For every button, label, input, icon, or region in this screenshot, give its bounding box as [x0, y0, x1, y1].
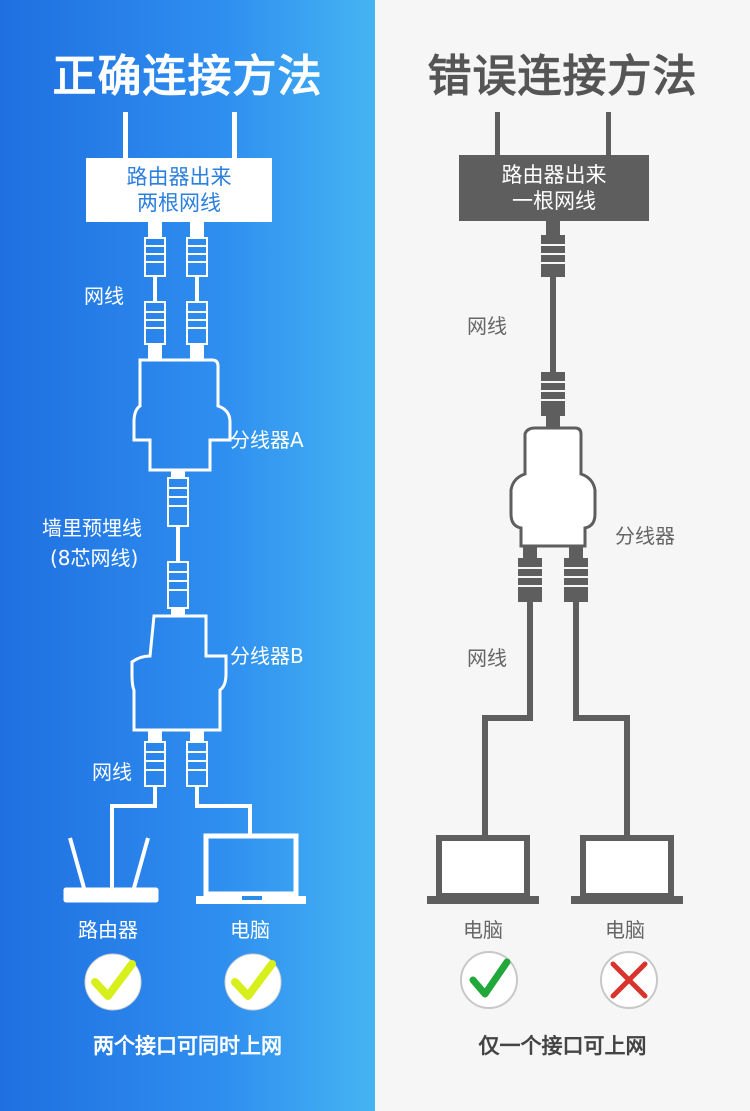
router-antenna-left: [123, 112, 128, 162]
cable-label-top: 网线: [467, 314, 507, 338]
plug-icon: [144, 237, 208, 277]
plug-icon: [518, 558, 588, 602]
router-ports: [148, 222, 204, 238]
router-antenna-left: [495, 112, 500, 162]
cable-label-top: 网线: [84, 284, 124, 308]
router-device-icon: [63, 837, 159, 903]
cross-icon: [600, 951, 658, 1009]
wrong-method-title: 错误连接方法: [427, 51, 698, 102]
splitter-a-shape: [132, 358, 232, 472]
wrong-method-panel: 错误连接方法: [375, 0, 750, 1111]
wrong-wiring-diagram: [427, 112, 683, 1009]
laptop-icon: [571, 835, 683, 904]
plug-icon: [144, 741, 208, 787]
wall-cable-sublabel: (8芯网线): [50, 546, 139, 570]
computer-1-label: 电脑: [463, 918, 503, 942]
router-box: [459, 155, 649, 221]
router-box-line2: 两根网线: [137, 191, 221, 215]
router-antenna-right: [606, 112, 611, 162]
splitter-b-label: 分线器B: [230, 644, 304, 668]
router-box-line2: 一根网线: [512, 189, 596, 213]
router-box: [86, 158, 272, 222]
check-icon: [460, 951, 518, 1009]
plug-icon: [167, 561, 189, 609]
router-antenna-right: [232, 112, 237, 162]
splitter-label: 分线器: [615, 524, 675, 548]
plug-icon: [144, 301, 208, 345]
splitter-shape: [509, 426, 597, 548]
plug-icon: [167, 477, 189, 527]
laptop-icon: [196, 833, 306, 904]
correct-method-panel: 正确连接方法: [0, 0, 375, 1111]
computer-device-label: 电脑: [230, 918, 270, 942]
plug-icon: [541, 372, 565, 416]
wrong-method-footer: 仅一个接口可上网: [478, 1034, 647, 1058]
router-box-line1: 路由器出来: [501, 163, 607, 187]
router-box-line1: 路由器出来: [126, 165, 232, 189]
correct-wiring-diagram: [63, 112, 306, 904]
laptop-icon: [427, 835, 539, 904]
cable-label-bottom: 网线: [467, 646, 507, 670]
splitter-b-shape: [130, 614, 228, 732]
splitter-a-label: 分线器A: [230, 428, 304, 452]
correct-method-footer: 两个接口可同时上网: [93, 1034, 282, 1058]
wall-cable-label: 墙里预埋线: [42, 516, 142, 540]
computer-2-label: 电脑: [605, 918, 645, 942]
router-device-label: 路由器: [78, 918, 138, 942]
plug-icon: [541, 235, 565, 277]
correct-method-title: 正确连接方法: [52, 51, 323, 102]
cable-label-bottom: 网线: [92, 760, 132, 784]
